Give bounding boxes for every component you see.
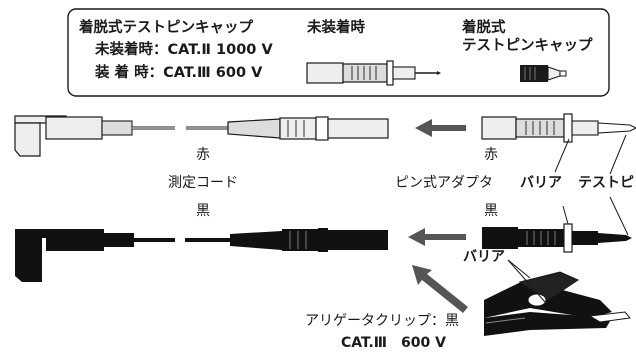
label-test-lead: 測定コード bbox=[168, 175, 238, 191]
cap-rating-uncapped: 未装着時：CAT.Ⅱ 1000 V bbox=[95, 42, 273, 58]
label-barrier-lower: バリア bbox=[463, 249, 505, 265]
cap-heading-line1: 着脱式 bbox=[462, 20, 506, 36]
assembly-arrows bbox=[408, 119, 468, 313]
label-barrier-upper: バリア bbox=[520, 175, 562, 191]
label-black-lead: 黒 bbox=[196, 203, 210, 219]
black-pin-adapter-illustration bbox=[482, 223, 632, 253]
label-alligator-clip: アリゲータクリップ：黒 bbox=[305, 313, 459, 329]
test-pin-cap-illustration bbox=[520, 65, 567, 82]
cap-rating-capped: 装 着 時：CAT.Ⅲ 600 V bbox=[95, 65, 263, 81]
cap-title: 着脱式テストピンキャップ bbox=[79, 20, 253, 36]
callout-lines bbox=[507, 134, 629, 303]
cap-heading-line2: テストピンキャップ bbox=[462, 38, 593, 54]
uncapped-test-pin-illustration bbox=[306, 60, 441, 86]
black-test-lead-illustration bbox=[15, 228, 388, 282]
uncapped-heading: 未装着時 bbox=[307, 20, 365, 36]
label-red-adapter: 赤 bbox=[484, 147, 498, 163]
label-pin-adapter: ピン式アダプタ bbox=[395, 175, 493, 191]
label-red-lead: 赤 bbox=[196, 147, 210, 163]
label-test-pin: テストピン bbox=[578, 175, 636, 191]
label-clip-rating: CAT.Ⅲ 600 V bbox=[341, 335, 446, 351]
label-black-adapter: 黒 bbox=[484, 203, 498, 219]
alligator-clip-illustration bbox=[484, 271, 631, 336]
red-pin-adapter-illustration bbox=[481, 113, 636, 143]
legend-frame bbox=[67, 8, 610, 97]
red-test-lead-illustration bbox=[14, 115, 389, 157]
